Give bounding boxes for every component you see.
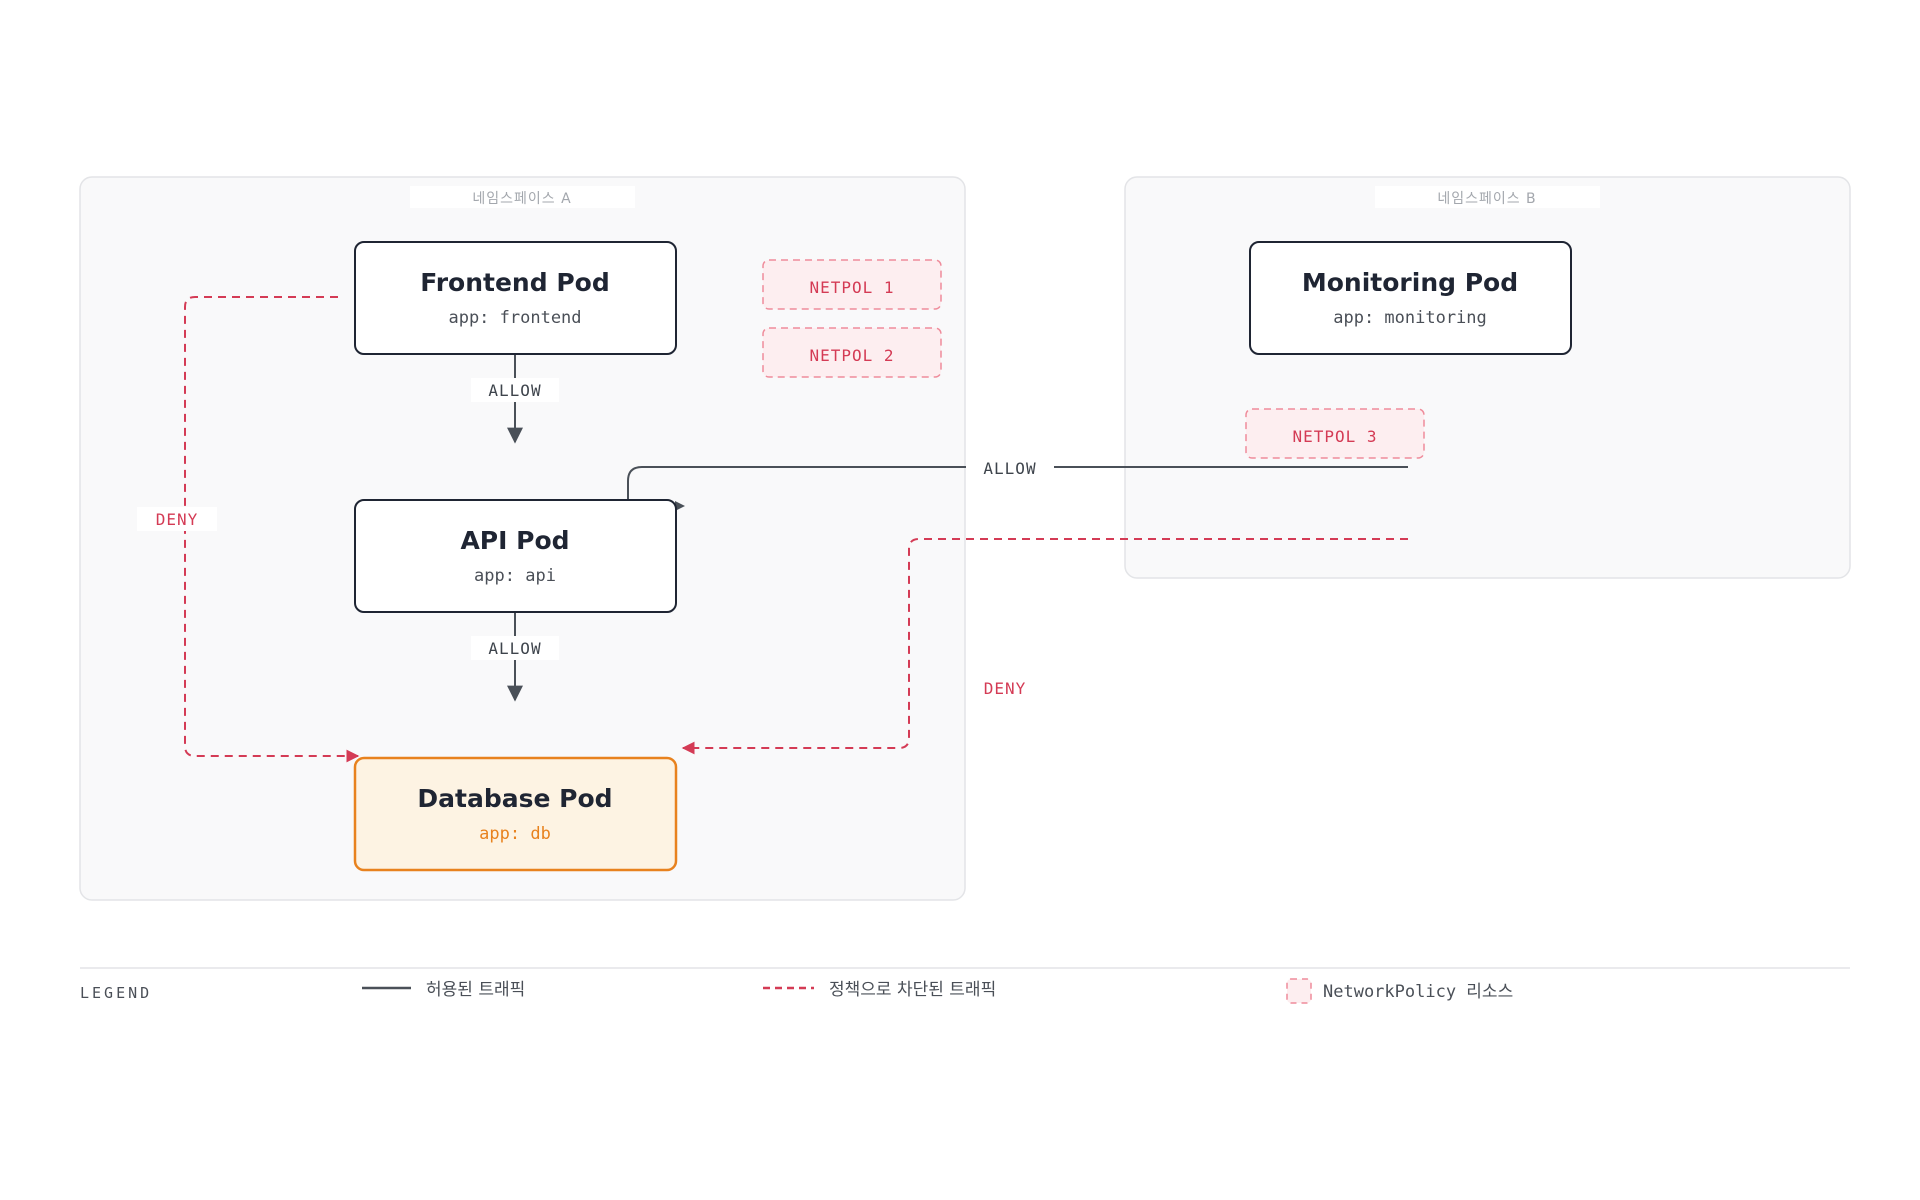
edge-frontend-to-db-label: DENY bbox=[156, 510, 199, 529]
namespace-b: 네임스페이스 B bbox=[1124, 176, 1851, 579]
netpol-1: NETPOL 1 bbox=[762, 259, 942, 310]
netpol-1-label: NETPOL 1 bbox=[809, 278, 894, 297]
netpol-3-box bbox=[1245, 408, 1425, 459]
netpol-1-box bbox=[762, 259, 942, 310]
netpol-2-label: NETPOL 2 bbox=[809, 346, 894, 365]
edge-frontend-to-db-deny: DENY bbox=[137, 296, 360, 763]
edge-monitoring-to-api-label: ALLOW bbox=[983, 459, 1036, 478]
edge-api-to-db-label-bg bbox=[471, 636, 559, 660]
netpol-3-label: NETPOL 3 bbox=[1292, 427, 1377, 446]
netpol-2: NETPOL 2 bbox=[762, 327, 942, 378]
edge-monitoring-to-api-arrowhead bbox=[675, 501, 685, 511]
pod-monitoring-box[interactable] bbox=[1249, 241, 1572, 355]
netpol-2-box bbox=[762, 327, 942, 378]
legend: LEGEND 허용된 트래픽 정책으로 차단된 트래픽 NetworkPolic… bbox=[80, 967, 1850, 1004]
pod-frontend-label: app: frontend bbox=[448, 308, 581, 328]
namespace-a-label-bg bbox=[410, 186, 635, 208]
edge-api-to-db-label: ALLOW bbox=[488, 639, 541, 658]
namespace-a-label: 네임스페이스 A bbox=[472, 191, 571, 207]
pod-monitoring-title: Monitoring Pod bbox=[1302, 268, 1518, 297]
legend-title: LEGEND bbox=[80, 984, 152, 1002]
legend-allowed-label: 허용된 트래픽 bbox=[426, 980, 525, 1000]
pod-frontend-box[interactable] bbox=[354, 241, 677, 355]
pod-monitoring[interactable]: Monitoring Pod app: monitoring bbox=[1249, 241, 1572, 355]
edge-monitoring-to-api-line bbox=[627, 466, 1408, 500]
namespace-b-container bbox=[1124, 176, 1851, 579]
edge-monitoring-to-db-label: DENY bbox=[984, 679, 1027, 698]
edge-frontend-to-api-allow: ALLOW bbox=[471, 354, 559, 444]
edge-monitoring-to-api-label-bg bbox=[966, 456, 1054, 480]
namespace-b-label: 네임스페이스 B bbox=[1437, 191, 1536, 207]
pod-frontend[interactable]: Frontend Pod app: frontend bbox=[354, 241, 677, 355]
pod-monitoring-label: app: monitoring bbox=[1333, 308, 1487, 328]
pod-database-title: Database Pod bbox=[417, 784, 612, 813]
pod-api[interactable]: API Pod app: api bbox=[354, 499, 677, 613]
edge-frontend-to-db-label-bg bbox=[137, 507, 217, 531]
namespace-b-label-bg bbox=[1375, 186, 1600, 208]
edge-monitoring-to-db-line bbox=[681, 538, 1408, 755]
legend-blocked-label: 정책으로 차단된 트래픽 bbox=[829, 980, 996, 1000]
pod-api-title: API Pod bbox=[460, 526, 569, 555]
netpol-3: NETPOL 3 bbox=[1245, 408, 1425, 459]
edge-frontend-to-api-label-bg bbox=[471, 378, 559, 402]
pod-api-label: app: api bbox=[474, 566, 556, 586]
pod-database[interactable]: Database Pod app: db bbox=[353, 756, 678, 872]
legend-netpol-swatch bbox=[1286, 978, 1312, 1004]
pod-api-box[interactable] bbox=[354, 499, 677, 613]
edge-monitoring-to-db-deny: DENY bbox=[681, 538, 1408, 755]
pod-database-label: app: db bbox=[479, 824, 551, 844]
edge-frontend-to-api-label: ALLOW bbox=[488, 381, 541, 400]
pod-database-box[interactable] bbox=[353, 756, 678, 872]
edge-api-to-db-allow: ALLOW bbox=[471, 612, 559, 702]
legend-netpol-label: NetworkPolicy 리소스 bbox=[1323, 982, 1513, 1002]
pod-frontend-title: Frontend Pod bbox=[420, 268, 609, 297]
edge-monitoring-to-api-allow: ALLOW bbox=[627, 456, 1408, 511]
